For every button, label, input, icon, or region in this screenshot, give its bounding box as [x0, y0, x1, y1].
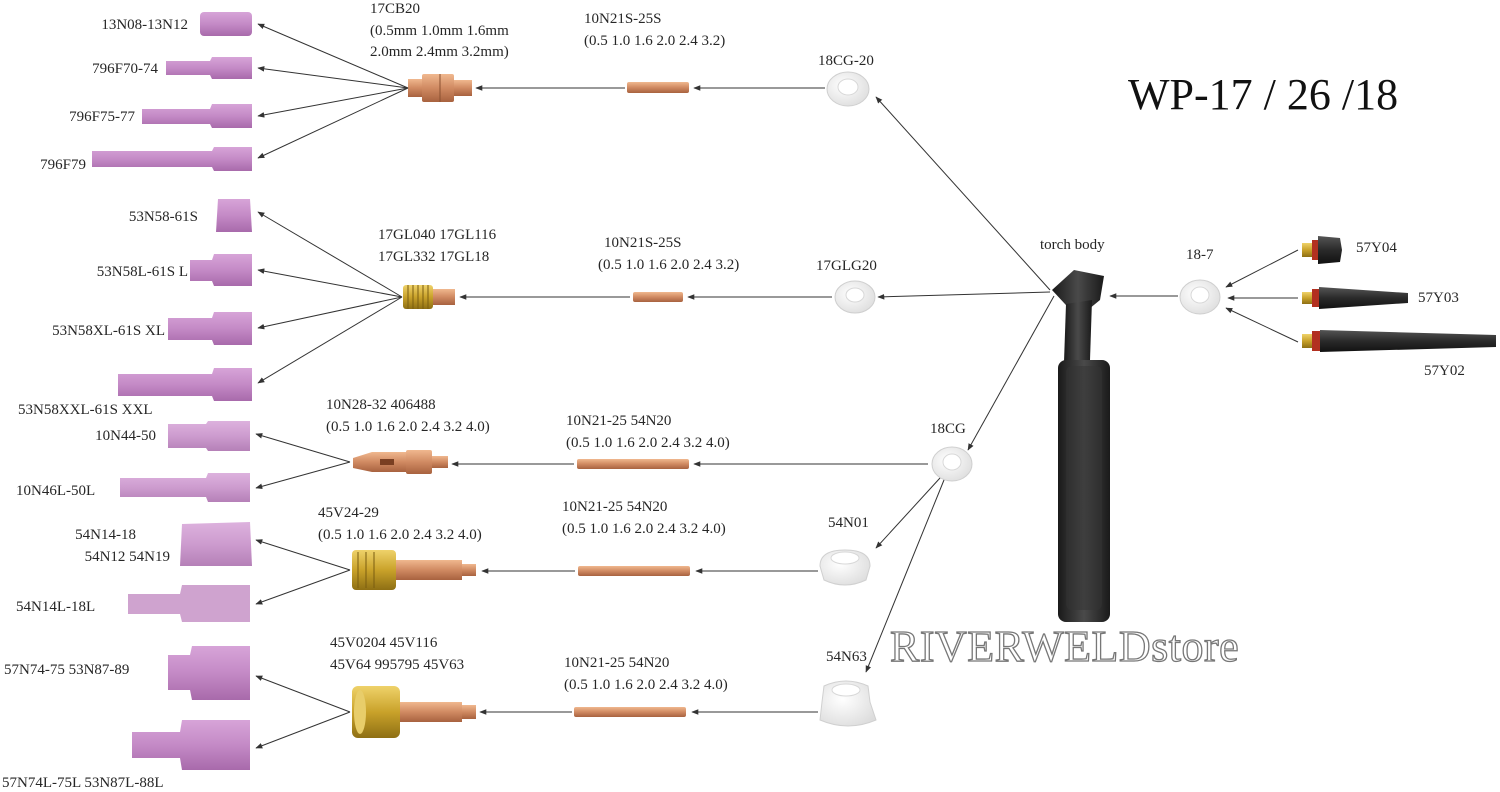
label-body-17CB20: 17CB20 [370, 1, 421, 17]
label-insulator-54N01: 54N01 [828, 515, 869, 531]
label-cup-53N58: 53N58-61S [128, 209, 198, 225]
label-gas-lens-45V0204: 45V0204 45V116 [330, 635, 438, 651]
label-cup-796F75: 796F75-77 [69, 109, 135, 125]
label-back-18-7: 18-7 [1186, 247, 1214, 263]
insulator-18CG20 [826, 71, 870, 107]
page-title: WP-17 / 26 /18 [1128, 70, 1399, 119]
label-collet-row3-sizes: (0.5 1.0 1.6 2.0 2.4 3.2 4.0) [566, 435, 730, 451]
label-body-10N28: 10N28-32 406488 [326, 397, 436, 413]
label-insulator-17GLG20: 17GLG20 [816, 258, 877, 274]
label-collet-row2-sizes: (0.5 1.0 1.6 2.0 2.4 3.2) [598, 257, 740, 273]
insulator-54N63 [819, 680, 877, 727]
arrows-row4 [255, 539, 818, 605]
label-insulator-54N63: 54N63 [826, 649, 867, 665]
arrows-row5 [255, 675, 818, 749]
label-gas-lens-45V24-sizes: (0.5 1.0 1.6 2.0 2.4 3.2 4.0) [318, 527, 482, 543]
insulator-18-7 [1179, 279, 1221, 315]
label-insulator-18CG: 18CG [930, 421, 966, 437]
cup-796F75 [142, 104, 252, 128]
cup-53N58XL [168, 312, 252, 345]
collet-row2 [633, 292, 683, 302]
collet-row5 [574, 707, 686, 717]
label-gas-lens-45V64: 45V64 995795 45V63 [330, 657, 465, 673]
cup-53N58L [190, 254, 252, 286]
label-collet-row1-sizes: (0.5 1.0 1.6 2.0 2.4 3.2) [584, 33, 726, 49]
label-collet-row5-sizes: (0.5 1.0 1.6 2.0 2.4 3.2 4.0) [564, 677, 728, 693]
label-cup-10N44: 10N44-50 [95, 428, 156, 444]
label-cup-54N12: 54N12 54N19 [84, 549, 170, 565]
cup-57N74L [132, 720, 250, 770]
label-insulator-18CG20: 18CG-20 [818, 53, 874, 69]
label-cup-13N08: 13N08-13N12 [101, 17, 188, 33]
label-collet-row4: 10N21-25 54N20 [562, 499, 668, 515]
label-torch-body: torch body [1040, 237, 1105, 253]
label-body-17CB20-sizes1: (0.5mm 1.0mm 1.6mm [370, 23, 509, 39]
label-cup-57N74: 57N74-75 53N87-89 [4, 662, 130, 678]
back-cap-57Y04 [1302, 236, 1342, 264]
insulator-54N01 [819, 549, 871, 586]
cup-796F70 [166, 57, 252, 79]
label-cup-10N46L: 10N46L-50L [16, 483, 96, 499]
label-cup-796F70: 796F70-74 [92, 61, 158, 77]
label-back-cap-57Y04: 57Y04 [1356, 240, 1397, 256]
label-collet-row2: 10N21S-25S [604, 235, 682, 251]
insulator-17GLG20 [834, 280, 876, 314]
label-gas-lens-45V24: 45V24-29 [318, 505, 379, 521]
label-gas-lens-17GL-line1: 17GL040 17GL116 [378, 227, 497, 243]
collet-body-10N28 [353, 450, 448, 474]
arrows-row2 [257, 211, 832, 384]
label-body-17CB20-sizes2: 2.0mm 2.4mm 3.2mm) [370, 44, 509, 60]
label-cup-54N14L: 54N14L-18L [16, 599, 96, 615]
arrows-row1 [257, 23, 825, 159]
collet-row4 [578, 566, 690, 576]
back-cap-57Y02 [1302, 330, 1496, 352]
cup-53N58XXL [118, 368, 252, 401]
label-cup-54N14: 54N14-18 [75, 527, 136, 543]
label-back-cap-57Y03: 57Y03 [1418, 290, 1459, 306]
label-cup-57N74L: 57N74L-75L 53N87L-88L [2, 775, 164, 791]
label-cup-796F79: 796F79 [40, 157, 86, 173]
gas-lens-17GL [403, 285, 455, 309]
cup-57N74 [168, 646, 250, 700]
cup-54N14 [180, 522, 252, 566]
cup-13N08 [200, 12, 252, 36]
gas-lens-45V0204 [352, 686, 476, 738]
torch-body [1052, 270, 1110, 622]
label-cup-53N58L: 53N58L-61S L [96, 264, 188, 280]
cup-10N44 [168, 421, 250, 451]
back-cap-57Y03 [1302, 287, 1408, 309]
label-collet-row5: 10N21-25 54N20 [564, 655, 670, 671]
arrows-torch [875, 96, 1299, 451]
label-back-cap-57Y02: 57Y02 [1424, 363, 1465, 379]
label-body-10N28-sizes: (0.5 1.0 1.6 2.0 2.4 3.2 4.0) [326, 419, 490, 435]
cup-54N14L [128, 585, 250, 622]
collet-row3 [577, 459, 689, 469]
collet-body-17CB20 [408, 74, 472, 102]
label-gas-lens-17GL-line2: 17GL332 17GL18 [378, 249, 490, 265]
brand-watermark: RIVERWELDstore [889, 621, 1240, 671]
insulator-18CG [931, 446, 973, 482]
gas-lens-45V24 [352, 550, 476, 590]
collet-row1 [627, 82, 689, 93]
label-collet-row1: 10N21S-25S [584, 11, 662, 27]
arrows-row3 [255, 433, 945, 673]
cup-10N46L [120, 473, 250, 502]
label-collet-row4-sizes: (0.5 1.0 1.6 2.0 2.4 3.2 4.0) [562, 521, 726, 537]
label-cup-53N58XXL: 53N58XXL-61S XXL [18, 402, 153, 418]
label-cup-53N58XL: 53N58XL-61S XL [52, 323, 165, 339]
label-collet-row3: 10N21-25 54N20 [566, 413, 672, 429]
cup-796F79 [92, 147, 252, 171]
cup-53N58 [216, 199, 252, 232]
